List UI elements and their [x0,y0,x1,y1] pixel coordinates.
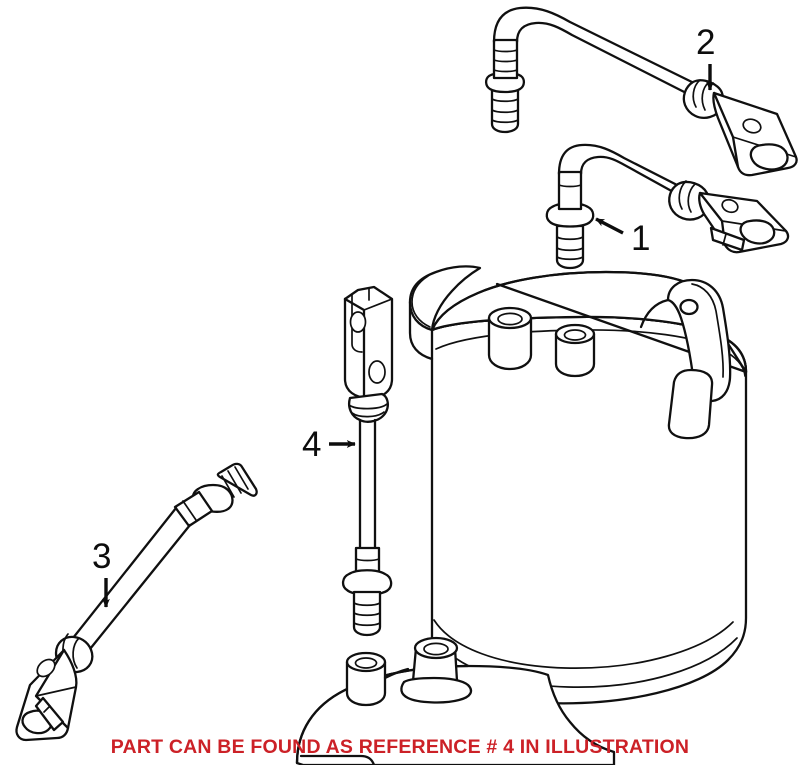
part-2-probe-tip [484,38,526,134]
canister-deck-edge [430,270,692,332]
part-2-cable-bottom [515,21,702,102]
canister-lower-ridge [383,667,410,680]
part-3-oxygen-sensor [15,462,258,742]
part-2-connector [712,91,798,177]
part-4-neck-rib [355,558,380,562]
part-4-strain-relief [348,392,389,423]
canister-left-flange [408,300,434,361]
catalytic-converter-body [295,265,748,765]
reference-caption: PART CAN BE FOUND AS REFERENCE # 4 IN IL… [110,736,690,758]
canister-top-seam [435,329,746,377]
callout-4: 4 [302,425,356,464]
callout-1-arrow [595,217,624,235]
part-1-oxygen-sensor [545,143,790,270]
part-3-cable-bottom [84,523,192,656]
hanger-bracket [639,278,732,440]
part-2-cable-top [492,6,700,87]
part-3-probe-tip [216,462,258,498]
callout-4-label: 4 [302,425,321,464]
part-4-probe-tip [352,590,382,637]
callout-2: 2 [696,23,715,91]
sensor-boss-upper-left [487,306,533,371]
part-3-neck [173,490,214,528]
sensor-boss-lower-left [345,651,387,707]
part-1-cable-top [557,143,683,189]
part-1-cable-bottom [579,155,688,201]
part-3-neck-rib [182,500,197,521]
callout-1-label: 1 [631,219,650,258]
part-4-connector [343,285,394,400]
part-3-connector [15,648,78,742]
part-3-cable-top [71,506,178,640]
sensor-boss-lower-right [400,636,473,704]
part-4-oxygen-sensor [341,285,394,637]
canister-bottom-seam-2 [435,637,738,688]
callout-3-label: 3 [92,537,111,576]
canister-bottom-seam [433,619,734,669]
part-1-probe-tip [545,170,595,270]
canister-left-lip-inner [411,275,431,328]
part-1-strain-relief [668,180,711,221]
part-2-oxygen-sensor [484,6,798,177]
part-1-connector [698,191,790,254]
callout-1: 1 [595,217,650,258]
callout-3: 3 [92,537,111,608]
canister-bottom-lip [299,754,376,765]
part-4-hex-nut [341,569,393,596]
sensor-boss-upper-right [554,323,596,378]
callout-2-label: 2 [696,23,715,62]
